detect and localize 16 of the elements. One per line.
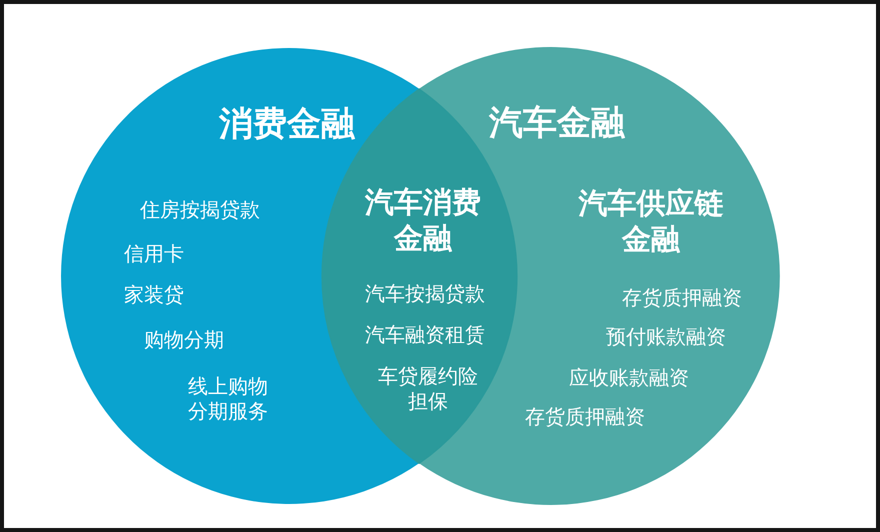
subset-title: 汽车供应链金融 bbox=[577, 185, 724, 257]
set-title: 汽车金融 bbox=[488, 103, 625, 143]
item-text: 购物分期 bbox=[144, 328, 224, 352]
item-text: 预付账款融资 bbox=[606, 324, 726, 350]
item-text: 应收账款融资 bbox=[568, 366, 689, 390]
item-text: 家装贷 bbox=[124, 282, 184, 308]
item-text: 车贷履约险担保 bbox=[377, 364, 479, 414]
item-text: 汽车融资租赁 bbox=[365, 322, 485, 348]
item-text: 汽车按揭贷款 bbox=[365, 281, 485, 306]
subset-title: 汽车消费金融 bbox=[364, 184, 482, 256]
item-text: 线上购物分期服务 bbox=[187, 374, 269, 424]
item-text: 住房按揭贷款 bbox=[140, 198, 260, 222]
set-title: 消费金融 bbox=[219, 104, 355, 144]
item-text: 存货质押融资 bbox=[524, 404, 645, 430]
item-text: 存货质押融资 bbox=[622, 286, 742, 310]
item-text: 信用卡 bbox=[124, 242, 184, 266]
